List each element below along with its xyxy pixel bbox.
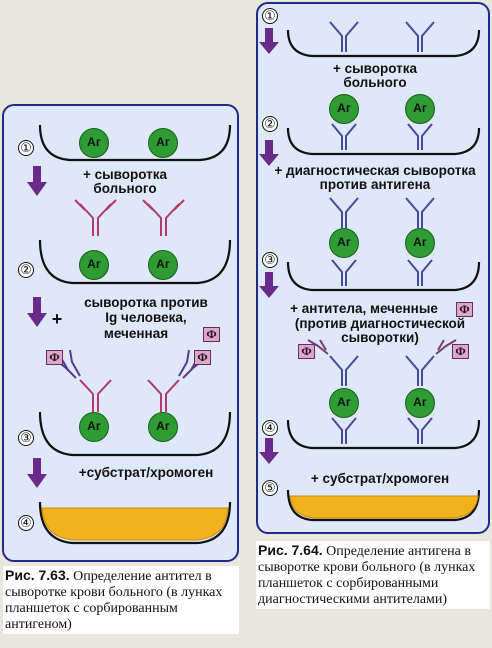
r-reagent-labeled-ab-line2: (против диагностической сыворотки) xyxy=(294,316,466,345)
well-1 xyxy=(38,124,232,162)
antigen-l2a: Аг xyxy=(79,250,109,280)
antigen-r2b: Аг xyxy=(405,94,435,124)
r-labeled-antibodies xyxy=(307,339,457,355)
reagent-anti-ig-line3: меченная xyxy=(103,326,169,341)
r-step-1-label: ① xyxy=(262,8,278,24)
reagent-patient-serum: + сыворотка больного xyxy=(82,167,168,196)
well-2 xyxy=(38,239,232,285)
r-substrate-color xyxy=(289,495,479,519)
r-well-3 xyxy=(286,261,481,292)
r-enzyme-label-right: Ф xyxy=(452,344,469,359)
reagent-anti-ig-line1: сыворотка против xyxy=(84,295,208,310)
antibody-right-step3 xyxy=(147,379,180,412)
antigen-l1a: Аг xyxy=(79,128,109,158)
antibody-right-step2 xyxy=(142,199,185,236)
enzyme-label-phi: Ф xyxy=(203,327,220,342)
step-4-label: ④ xyxy=(18,515,34,531)
antigen-r4a: Аг xyxy=(329,388,359,418)
right-arrows xyxy=(259,28,279,464)
r-well-5 xyxy=(286,489,481,522)
step-3-label: ③ xyxy=(18,430,34,446)
antigen-l1b: Аг xyxy=(148,128,178,158)
figure-7-63-panel xyxy=(2,104,239,562)
caption-fig-7-64: Рис. 7.64. Определение антигена в сыворо… xyxy=(256,541,490,609)
r-caption-title: Рис. 7.64. xyxy=(258,542,323,558)
r-reagent-diagnostic-serum: + диагностическая сыворотка против антиг… xyxy=(274,163,476,192)
r-enzyme-label-left: Ф xyxy=(298,344,315,359)
reagent-plus: + xyxy=(51,309,63,329)
left-arrows xyxy=(27,166,47,488)
r-step-2-label: ② xyxy=(262,116,278,132)
reagent-substrate: +субстрат/хромоген xyxy=(78,465,214,480)
step-2-label: ② xyxy=(18,262,34,278)
antigen-r3a: Аг xyxy=(329,228,359,258)
r-step-4-label: ④ xyxy=(262,420,278,436)
r-reagent-patient-serum: + сыворотка больного xyxy=(332,61,418,90)
r-well-4 xyxy=(286,419,481,450)
enzyme-label-left: Ф xyxy=(46,350,63,365)
r-well-2 xyxy=(286,127,481,156)
antigen-r4b: Аг xyxy=(405,388,435,418)
well-4 xyxy=(38,501,232,545)
antigen-l3b: Аг xyxy=(148,412,178,442)
antigen-l3a: Аг xyxy=(79,412,109,442)
r-step-3-label: ③ xyxy=(262,252,278,268)
antibody-left-step3 xyxy=(79,379,112,412)
r-reagent-labeled-ab-line1: + антитела, меченные xyxy=(290,301,438,316)
substrate-color xyxy=(41,507,229,541)
r-caption-text: Определение антигена в сыворотке крови б… xyxy=(258,544,476,607)
step-1-label: ① xyxy=(18,140,34,156)
caption-text: Определение антител в сыворотке крови бо… xyxy=(5,569,223,632)
r-enzyme-label-phi: Ф xyxy=(456,302,473,317)
antigen-r2a: Аг xyxy=(329,94,359,124)
caption-fig-7-63: Рис. 7.63. Определение антител в сыворот… xyxy=(3,566,239,634)
antibody-left-step2 xyxy=(74,199,117,236)
diagnostic-antibodies xyxy=(329,197,435,386)
r-reagent-substrate: + субстрат/хромоген xyxy=(310,471,450,486)
r-well-1 xyxy=(286,29,481,58)
well-3 xyxy=(38,411,232,457)
reagent-anti-ig-line2: Ig человека, xyxy=(105,310,187,325)
r-step-5-label: ⑤ xyxy=(262,480,278,496)
capture-antibodies xyxy=(329,21,435,444)
enzyme-label-right: Ф xyxy=(194,350,211,365)
antigen-l2b: Аг xyxy=(148,250,178,280)
antigen-r3b: Аг xyxy=(405,228,435,258)
caption-title: Рис. 7.63. xyxy=(5,567,70,583)
